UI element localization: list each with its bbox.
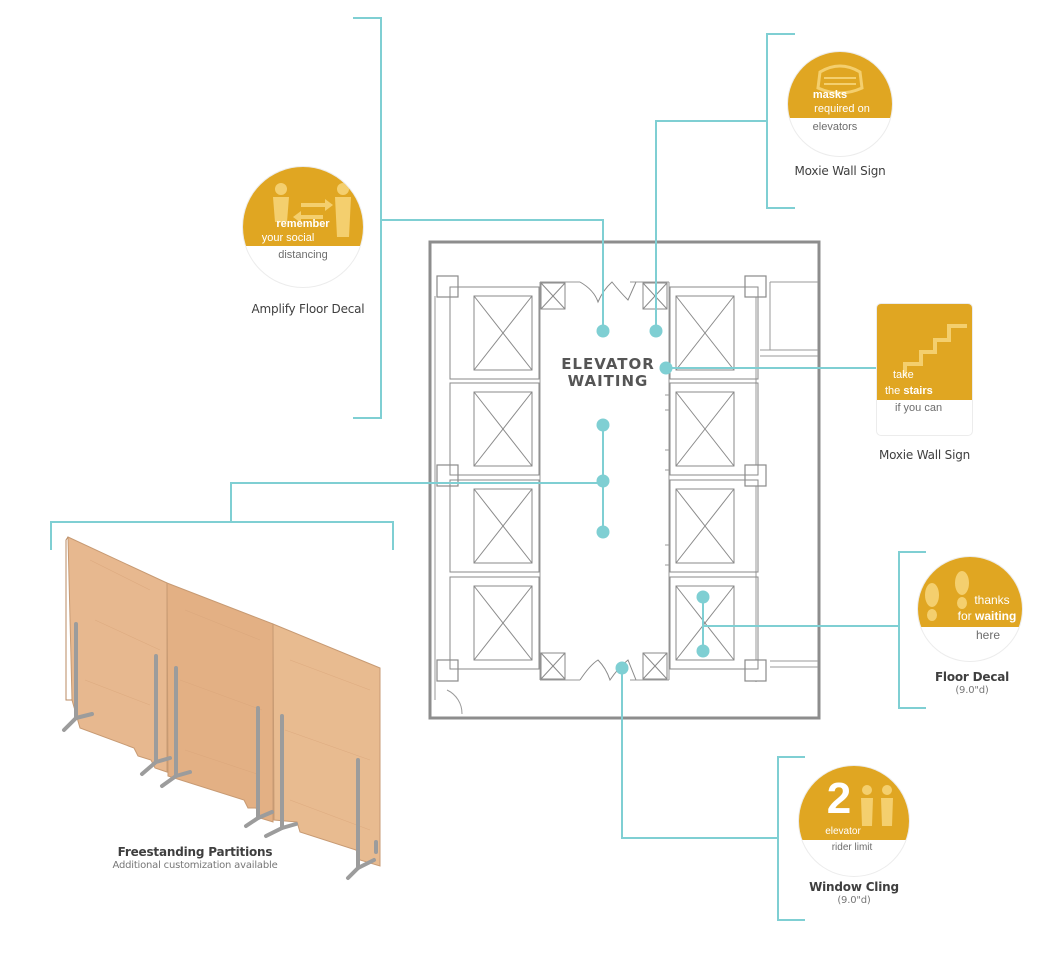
amplify-line2: your social [261, 232, 315, 244]
callout-line-amplify [381, 219, 604, 330]
window-cling-number: 2 [826, 774, 852, 823]
masks-wall-sign-badge: masks required on elevators [788, 52, 892, 156]
footprints-icon [925, 571, 969, 621]
freestanding-partitions-illustration [62, 536, 381, 880]
stairs-line2: the stairs [885, 384, 972, 399]
window-cling-line1: elevator [825, 826, 861, 837]
amplify-line3: distancing [278, 249, 328, 261]
elevator-shafts-right [669, 286, 759, 670]
window-cling-caption: Window Cling (9.0"d) [794, 880, 914, 906]
stairs-line3: if you can [895, 402, 943, 414]
people-arrows-icon [273, 183, 351, 237]
amplify-floor-decal-badge: remember your social distancing [243, 167, 363, 287]
callout-dots [596, 324, 710, 675]
amplify-caption: Amplify Floor Decal [233, 302, 383, 316]
floor-decal-caption: Floor Decal (9.0"d) [912, 670, 1032, 696]
partitions-caption-subtitle: Additional customization available [112, 860, 278, 871]
stairs-line1: take [893, 369, 914, 381]
masks-caption-title: Moxie Wall Sign [794, 164, 886, 178]
floor-decal-badge: thanks for waiting here [918, 557, 1022, 661]
window-cling-badge: 2 elevator rider limit [799, 766, 909, 876]
window-cling-line2: rider limit [831, 842, 873, 853]
floor-decal-line3: here [975, 628, 1001, 642]
stairs-caption: Moxie Wall Sign [862, 448, 987, 462]
two-people-icon [861, 785, 893, 826]
floor-decal-caption-title: Floor Decal [934, 670, 1010, 684]
floor-plan-outline [428, 240, 821, 720]
floor-decal-line2a: for [957, 609, 975, 623]
floor-plan [428, 240, 821, 720]
stairs-line2a: the [885, 385, 904, 397]
callout-line-partitions [230, 482, 603, 522]
partitions-caption-title: Freestanding Partitions [117, 845, 273, 859]
masks-caption: Moxie Wall Sign [780, 164, 900, 178]
masks-line3: elevators [812, 121, 858, 133]
stairs-wall-sign-badge: take the stairs if you can [877, 304, 972, 435]
amplify-line1: remember [276, 218, 330, 230]
window-cling-caption-size: (9.0"d) [837, 895, 871, 906]
stairs-caption-title: Moxie Wall Sign [878, 448, 971, 462]
face-mask-icon [816, 64, 864, 95]
callout-line-window-cling [621, 668, 778, 839]
door-swing-top [579, 281, 637, 304]
floor-decal-line1: thanks [974, 593, 1010, 607]
floor-decal-caption-size: (9.0"d) [955, 685, 989, 696]
amplify-caption-title: Amplify Floor Decal [251, 302, 365, 316]
callout-line-masks [655, 120, 767, 330]
callout-lines [50, 17, 926, 921]
floor-plan-label: ELEVATOR WAITING [548, 356, 668, 390]
masks-line1: masks [812, 89, 848, 101]
floor-decal-line2: for waiting [952, 609, 1022, 624]
stairs-line2b: stairs [903, 385, 933, 397]
window-cling-caption-title: Window Cling [809, 880, 899, 894]
callout-bracket-amplify [353, 17, 382, 419]
stairs-icon [903, 324, 967, 376]
callout-bracket-partitions [50, 521, 394, 550]
floor-plan-label-line2: WAITING [567, 372, 649, 390]
masks-line2: required on [814, 103, 870, 115]
floor-decal-line2b: waiting [975, 609, 1017, 623]
callout-bracket-floor-decal [898, 551, 926, 709]
partitions-caption: Freestanding Partitions Additional custo… [95, 845, 295, 871]
floor-plan-label-line1: ELEVATOR [561, 355, 655, 373]
elevator-shafts-left [449, 286, 540, 670]
